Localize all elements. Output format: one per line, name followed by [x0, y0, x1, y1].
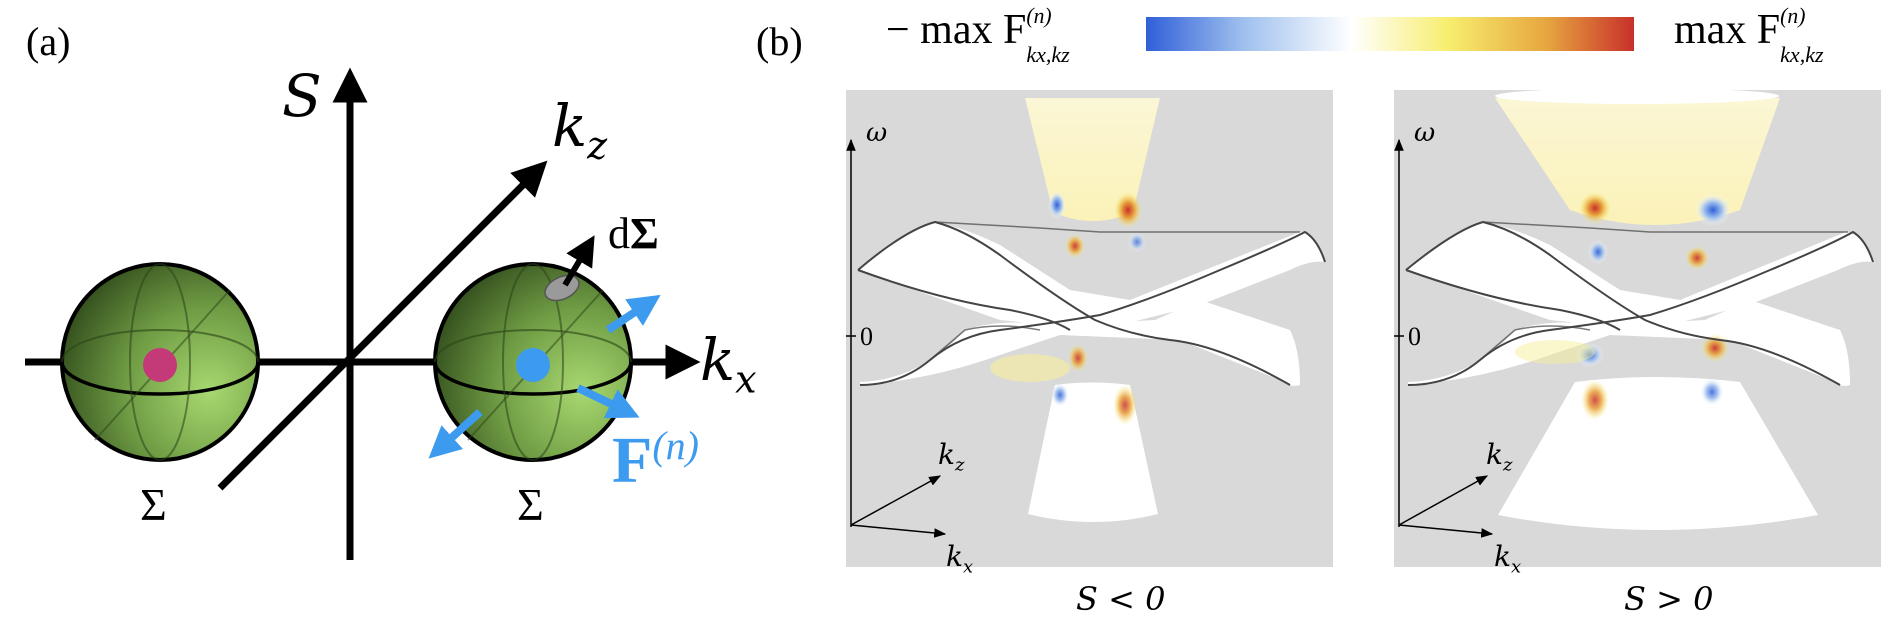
- kz-axis-label: kz: [1486, 438, 1513, 476]
- panel-a-tag: (a): [26, 19, 71, 64]
- flux-arrow: [605, 294, 661, 334]
- kz-axis: [217, 160, 548, 491]
- left-sphere: [60, 262, 260, 462]
- d-sigma-arrow: [562, 235, 595, 287]
- kx-axis-label: kx: [1494, 540, 1522, 578]
- sigma-right-label: Σ: [517, 479, 544, 530]
- right-sphere: [433, 262, 633, 462]
- flux-arrow: [576, 384, 640, 419]
- panel-a-diagram: [25, 67, 701, 560]
- band-plot-s-negative: [846, 90, 1333, 567]
- kx-axis-label: kx: [700, 326, 757, 402]
- plot-caption: S > 0: [1624, 580, 1714, 618]
- zero-tick-label: 0: [860, 322, 873, 351]
- d-sigma-label: dΣ: [608, 209, 659, 258]
- kx-axis-label: kx: [946, 540, 974, 578]
- monopole-pink-dot: [143, 348, 177, 382]
- flux-arrow: [428, 409, 483, 459]
- zero-tick-label: 0: [1408, 322, 1421, 351]
- band-plot-s-positive: [1394, 88, 1881, 567]
- sigma-left-label: Σ: [140, 479, 167, 530]
- kz-axis-label: kz: [552, 92, 608, 168]
- s-axis-label: S: [282, 62, 322, 130]
- colorbar-min-label: − max F(n)kx,kz: [886, 4, 1070, 67]
- monopole-blue-dot: [516, 348, 550, 382]
- surface-element-patch: [544, 274, 580, 302]
- omega-axis-label: ω: [1414, 118, 1436, 148]
- kz-axis-label: kz: [938, 438, 965, 476]
- flux-label: F(n): [612, 423, 699, 497]
- colorbar-max-label: max F(n)kx,kz: [1674, 4, 1824, 67]
- colorbar: [1146, 17, 1634, 51]
- omega-axis-label: ω: [866, 118, 888, 148]
- panel-b-tag: (b): [756, 19, 803, 64]
- plot-caption: S < 0: [1076, 580, 1166, 618]
